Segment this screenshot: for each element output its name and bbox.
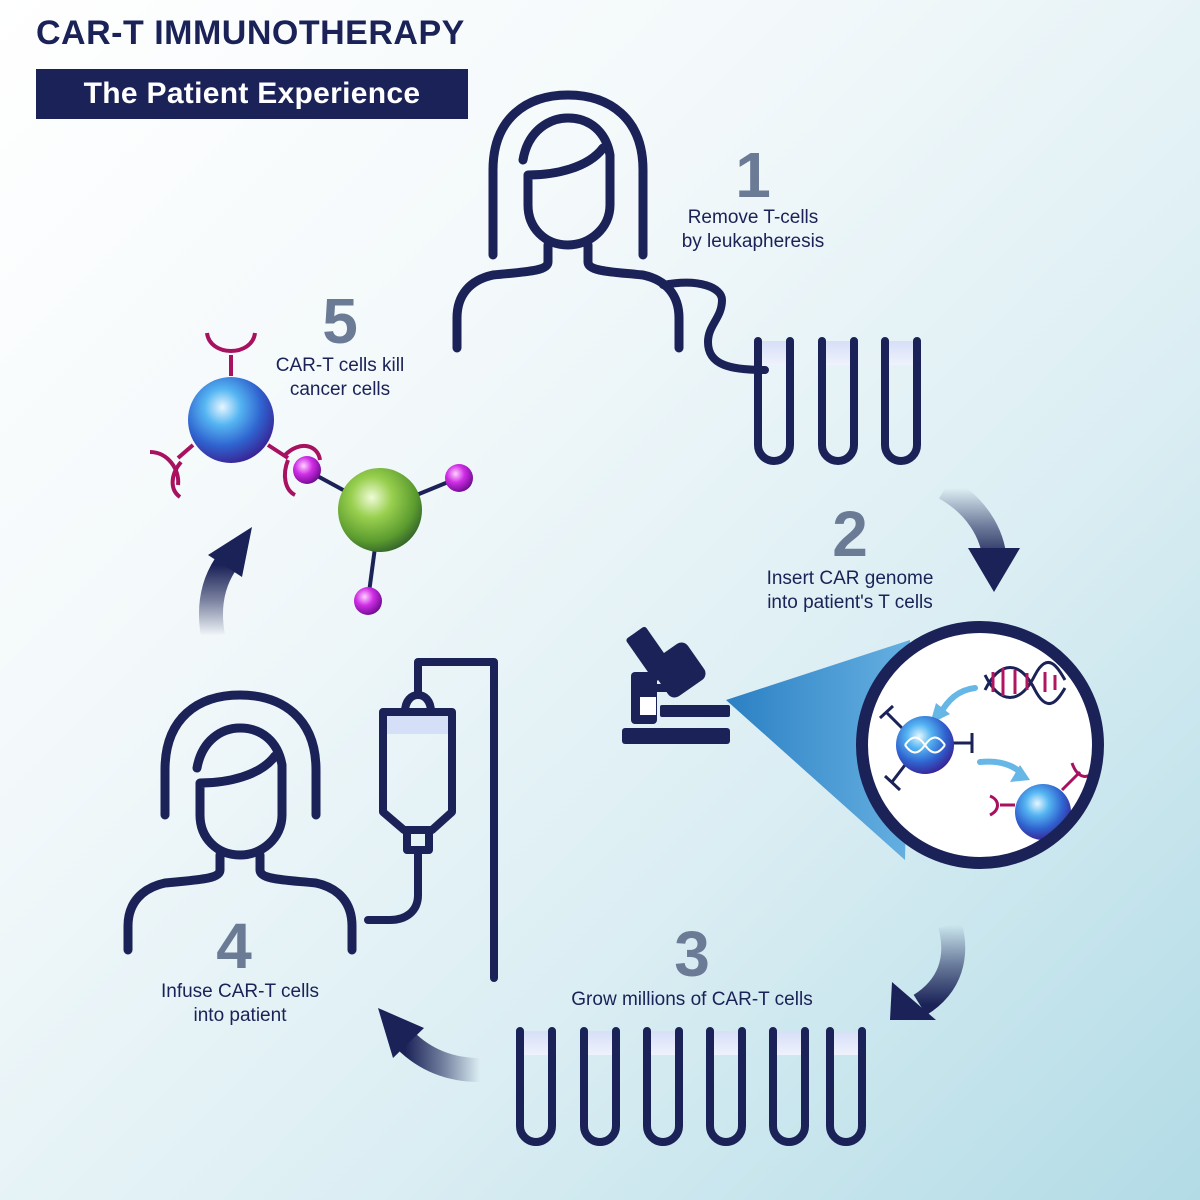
step-1-number: 1 — [735, 139, 771, 211]
step-2-label: Insert CAR genome into patient's T cells — [740, 567, 960, 615]
cancer-cell-icon — [293, 456, 473, 615]
test-tube-icon — [826, 1027, 866, 1146]
curved-arrow-icon — [199, 527, 252, 639]
step-1-label-line-2: by leukapheresis — [681, 231, 825, 252]
test-tube-icon — [769, 1027, 809, 1146]
step-4-label-line-2: into patient — [193, 1005, 287, 1026]
test-tube-icon — [580, 1027, 620, 1146]
test-tube-icon — [754, 337, 794, 465]
subtitle-text: The Patient Experience — [83, 77, 421, 110]
curved-arrow-icon — [938, 477, 1020, 592]
step-5-number: 5 — [322, 285, 358, 357]
step-5-label: CAR-T cells kill cancer cells — [258, 354, 422, 402]
t-cell-icon — [878, 704, 974, 792]
test-tube-icon — [516, 1027, 556, 1146]
test-tubes-step-3 — [516, 1027, 866, 1146]
magnified-cell-view — [856, 621, 1104, 869]
leukapheresis-tube-line — [659, 278, 769, 374]
magnifier-beam — [726, 640, 910, 860]
step-5-label-line-2: cancer cells — [289, 379, 391, 400]
subtitle-banner: The Patient Experience — [36, 69, 468, 119]
page-title: CAR-T IMMUNOTHERAPY — [36, 14, 465, 52]
curved-arrow-icon — [378, 1008, 481, 1082]
step-3-number: 3 — [674, 918, 710, 990]
step-3-label-line-1: Grow millions of CAR-T cells — [571, 989, 813, 1010]
step-5-label-line-1: CAR-T cells kill — [275, 355, 405, 376]
step-1-label: Remove T-cells by leukapheresis — [657, 206, 849, 254]
step-4-label-line-1: Infuse CAR-T cells — [160, 981, 320, 1002]
dna-icon — [983, 660, 1067, 705]
step-2-number: 2 — [832, 498, 868, 570]
step-4-label: Infuse CAR-T cells into patient — [140, 980, 340, 1028]
test-tube-icon — [881, 337, 921, 465]
iv-bag-icon — [364, 658, 498, 982]
step-3-label: Grow millions of CAR-T cells — [540, 988, 844, 1012]
step-2-label-line-1: Insert CAR genome — [766, 568, 934, 589]
patient-4-woman-icon — [123, 690, 357, 955]
car-t-cell-icon — [149, 332, 322, 499]
microscope-icon — [622, 626, 730, 744]
patient-1-woman-icon — [452, 90, 684, 353]
test-tube-icon — [643, 1027, 683, 1146]
iv-fluid-tint — [387, 716, 448, 734]
step-4-number: 4 — [216, 910, 252, 982]
test-tube-icon — [706, 1027, 746, 1146]
test-tube-icon — [818, 337, 858, 465]
curved-arrow-icon — [890, 921, 966, 1020]
step-2-label-line-2: into patient's T cells — [767, 592, 933, 613]
step-1-label-line-1: Remove T-cells — [687, 207, 819, 228]
test-tubes-step-1 — [754, 337, 921, 465]
